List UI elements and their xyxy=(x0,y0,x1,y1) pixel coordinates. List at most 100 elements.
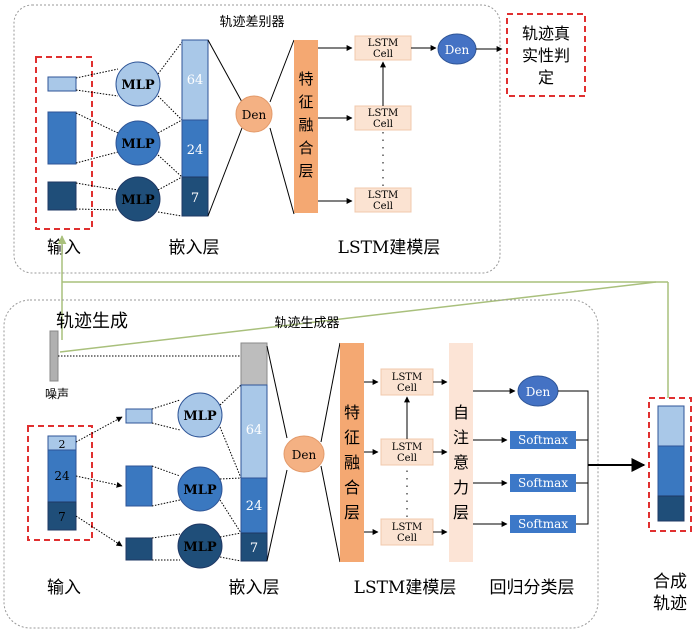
gen-lstm-cell-2-line1: LSTM xyxy=(392,442,422,453)
disc-mlp-2-label: MLP xyxy=(121,137,155,152)
gen-mlp-2 xyxy=(177,466,223,512)
disc-lstm-cell-2 xyxy=(354,105,412,131)
gen-box-mlp-connectors xyxy=(151,399,181,561)
disc-fusion-arrows xyxy=(318,45,353,204)
gen-input-box xyxy=(27,425,93,541)
discriminator-frame xyxy=(13,4,501,274)
gen-fusion-char-4: 合 xyxy=(344,478,360,497)
gen-input-7-label: 7 xyxy=(58,510,66,524)
disc-den-mid xyxy=(235,95,273,133)
gen-mlp-1 xyxy=(177,392,223,438)
disc-fusion-char-4: 合 xyxy=(298,139,313,157)
disc-input-dark xyxy=(47,181,77,211)
disc-output-line-2: 实性判 xyxy=(522,46,570,65)
noise-label: 噪声 xyxy=(45,387,69,401)
disc-input-mid xyxy=(47,111,77,165)
gen-merge-lines xyxy=(558,390,589,525)
disc-embed-label: 嵌入层 xyxy=(169,238,220,258)
gen-attention-char-1: 自 xyxy=(453,403,469,422)
disc-lstm-label: LSTM建模层 xyxy=(338,238,441,258)
gen-input-7 xyxy=(47,501,77,531)
generator-title: 轨迹生成器 xyxy=(274,316,339,331)
gen-embed-24-label: 24 xyxy=(246,499,263,514)
gen-lstm-attention-arrows xyxy=(433,379,448,535)
gen-input-24-label: 24 xyxy=(54,469,70,483)
gen-lstm-cell-1-line2: Cell xyxy=(397,383,417,394)
disc-mlp-3-label: MLP xyxy=(121,193,155,208)
disc-lstm-cell-3-line2: Cell xyxy=(373,201,393,212)
gen-attention-layer xyxy=(449,343,473,562)
disc-embed-64 xyxy=(181,39,209,121)
disc-lstm-cell-2-line1: LSTM xyxy=(368,108,398,119)
disc-fusion-char-3: 融 xyxy=(298,116,313,134)
gen-den-mid xyxy=(283,435,325,473)
discriminator-input-box xyxy=(35,56,93,230)
gen-lstm-cell-3 xyxy=(380,518,434,546)
disc-fusion-char-1: 特 xyxy=(298,70,313,88)
gen-embed-7 xyxy=(240,532,268,562)
disc-fusion-char-2: 征 xyxy=(298,93,313,111)
gen-attention-char-5: 层 xyxy=(453,503,469,522)
disc-den-mid-label: Den xyxy=(242,108,267,122)
disc-lstm-cell-2-line2: Cell xyxy=(373,119,393,130)
gen-den-mid-label: Den xyxy=(292,448,317,462)
synthetic-label-line-2: 轨迹 xyxy=(653,594,687,614)
disc-den-connectors xyxy=(207,39,295,217)
gen-mlp-1-label: MLP xyxy=(183,409,217,424)
gen-softmax-2-label: Softmax xyxy=(518,476,568,490)
gen-input-2-label: 2 xyxy=(59,438,66,451)
disc-den-out-label: Den xyxy=(445,43,470,57)
gen-lstm-cell-2-line2: Cell xyxy=(397,453,417,464)
gen-small-box-2 xyxy=(125,465,153,507)
gen-fusion-char-5: 层 xyxy=(344,503,360,522)
synthetic-box xyxy=(648,397,692,532)
discriminator-title: 轨迹差别器 xyxy=(219,15,284,30)
gen-mlp-connectors xyxy=(219,384,242,562)
gen-mlp-2-label: MLP xyxy=(183,483,217,498)
gen-lstm-cell-3-line2: Cell xyxy=(397,533,417,544)
gen-fusion-layer xyxy=(340,343,364,562)
disc-embed-7 xyxy=(181,176,209,217)
disc-lstm-cell-1-line2: Cell xyxy=(373,49,393,60)
gen-lstm-cell-2 xyxy=(380,438,434,466)
disc-mlp-connectors xyxy=(157,41,183,217)
gen-fusion-char-1: 特 xyxy=(344,403,360,422)
disc-fusion-layer xyxy=(294,40,318,213)
gen-small-box-1 xyxy=(125,408,153,424)
disc-mlp-3 xyxy=(115,176,161,222)
gen-lstm-cell-1-line1: LSTM xyxy=(392,372,422,383)
gen-embed-64 xyxy=(240,384,268,479)
gen-fusion-arrows xyxy=(364,379,379,535)
gen-mlp-3-label: MLP xyxy=(183,540,217,555)
disc-embed-24 xyxy=(181,119,209,178)
gen-embed-label: 嵌入层 xyxy=(229,578,280,598)
gen-embed-7-label: 7 xyxy=(250,541,258,556)
synthetic-seg-dark xyxy=(657,495,685,522)
gen-small-box-3 xyxy=(125,537,153,561)
disc-mlp-2 xyxy=(115,120,161,166)
generator-section-title: 轨迹生成 xyxy=(56,311,128,332)
synthetic-seg-light xyxy=(657,405,685,447)
gen-mlp-3 xyxy=(177,523,223,569)
disc-embed-7-label: 7 xyxy=(191,191,199,206)
disc-fusion-char-5: 层 xyxy=(298,162,313,180)
disc-mlp-1 xyxy=(115,61,161,107)
disc-input-connectors xyxy=(75,68,119,211)
disc-lstm-cell-1 xyxy=(354,35,412,61)
gen-embed-64-label: 64 xyxy=(246,423,263,438)
disc-embed-24-label: 24 xyxy=(187,143,204,158)
gen-input-label: 输入 xyxy=(47,578,81,598)
synthetic-label-line-1: 合成 xyxy=(653,572,687,592)
noise-bar xyxy=(49,330,59,382)
disc-lstm-cell-1-line1: LSTM xyxy=(368,38,398,49)
gen-den-out-label: Den xyxy=(526,385,551,399)
gen-embed-noise xyxy=(240,342,268,386)
feedback-path xyxy=(59,281,669,398)
gen-attention-char-3: 意 xyxy=(453,453,469,472)
disc-lstm-cell-3 xyxy=(354,187,412,213)
disc-output-line-3: 定 xyxy=(538,68,554,87)
gen-fusion-char-2: 征 xyxy=(344,428,360,447)
gen-attention-out-arrows xyxy=(473,388,516,527)
gen-embed-24 xyxy=(240,477,268,534)
